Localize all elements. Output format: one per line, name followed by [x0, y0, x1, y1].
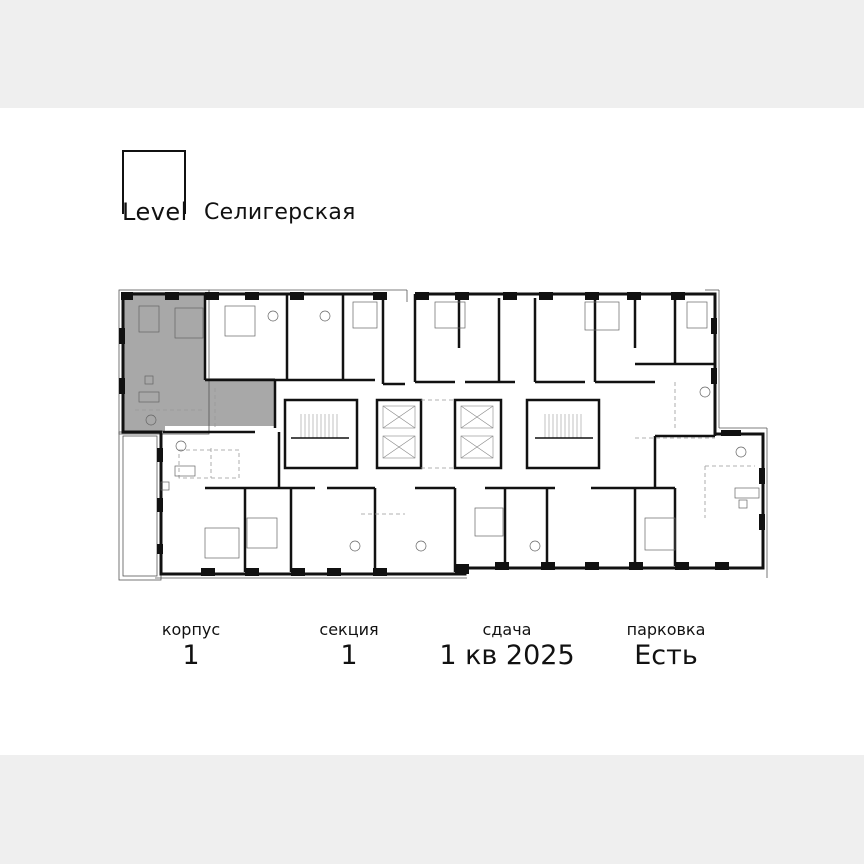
completion-label: сдача [482, 620, 532, 639]
completion-value: 1 кв 2025 [439, 640, 575, 671]
section-value: 1 [340, 640, 358, 671]
floor-plan [118, 289, 768, 581]
highlighted-apartment[interactable] [123, 292, 275, 432]
info-building: корпус 1 [162, 620, 220, 672]
project-name: Селигерская [204, 200, 356, 225]
building-label: корпус [161, 620, 221, 639]
logo-word: Level [122, 198, 188, 226]
listing-card: Level Селигерская [0, 108, 864, 755]
parking-value: Есть [634, 640, 698, 671]
brand-logo: Level Селигерская [122, 150, 422, 230]
building-value: 1 [182, 640, 200, 671]
info-section: секция 1 [319, 620, 378, 672]
info-parking: парковка Есть [627, 620, 706, 672]
logo-square-icon [122, 150, 186, 214]
section-label: секция [319, 620, 379, 639]
info-completion: сдача 1 кв 2025 [439, 620, 574, 672]
building-info: корпус 1 секция 1 сдача 1 кв 2025 парков… [0, 620, 864, 680]
parking-label: парковка [626, 620, 706, 639]
